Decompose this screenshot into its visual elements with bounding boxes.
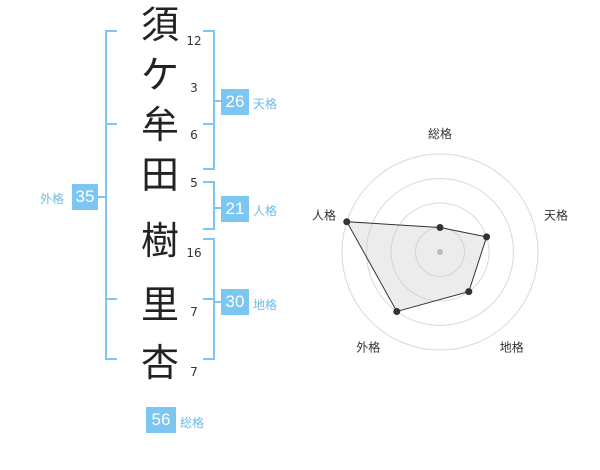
radar-ring-4 — [341, 153, 539, 351]
name-char-2: ケ — [140, 53, 179, 97]
tenkaku-bracket-bottom — [203, 168, 215, 170]
tenkaku-value-badge: 26 — [221, 89, 249, 115]
gaikaku-label: 外格 — [40, 192, 65, 206]
radar-ring-2 — [390, 202, 490, 302]
stroke-count-6: 7 — [190, 305, 198, 319]
radar-axis-label-5: 人格 — [312, 208, 336, 223]
name-char-3: 牟 — [140, 103, 179, 147]
name-char-5: 樹 — [140, 219, 179, 263]
radar-series-polygon — [345, 221, 488, 313]
stroke-count-5: 16 — [186, 246, 202, 260]
radar-axis-label-3: 地格 — [500, 339, 524, 354]
radar-center-dot — [437, 249, 443, 255]
jinkaku-value-badge: 21 — [221, 196, 249, 222]
chikaku-bracket-top — [203, 238, 215, 240]
jinkaku-label: 人格 — [253, 204, 278, 218]
radar-axis-label-2: 天格 — [544, 208, 568, 223]
radar-point-1 — [436, 224, 444, 231]
name-char-7: 杏 — [140, 341, 179, 385]
tenkaku-bracket-top — [203, 30, 215, 32]
jinkaku-bracket-bottom — [203, 228, 215, 230]
chikaku-connector — [213, 301, 221, 303]
radar-point-2 — [483, 233, 491, 241]
gaikaku-bracket-bottom — [105, 358, 117, 360]
gaikaku-tick-1 — [105, 123, 117, 125]
chikaku-bracket-bottom — [203, 358, 215, 360]
gaikaku-value-badge: 35 — [72, 184, 98, 210]
name-char-6: 里 — [140, 283, 179, 327]
chikaku-label: 地格 — [253, 298, 278, 312]
radar-axis-label-1: 総格 — [428, 126, 452, 141]
stroke-count-3: 6 — [190, 128, 198, 142]
radar-point-3 — [465, 288, 473, 296]
radar-axis-label-4: 外格 — [356, 339, 380, 354]
gaikaku-tick-2 — [105, 298, 117, 300]
soukaku-value-badge: 56 — [146, 407, 176, 433]
radar-ring-3 — [366, 178, 514, 326]
stroke-count-2: 3 — [190, 81, 198, 95]
name-char-1: 須 — [140, 3, 179, 47]
gaikaku-bracket-top — [105, 30, 117, 32]
radar-point-4 — [393, 307, 401, 315]
soukaku-label: 総格 — [180, 416, 205, 430]
chikaku-value-badge: 30 — [221, 289, 249, 315]
gaikaku-connector — [97, 196, 107, 198]
tenkaku-connector — [213, 100, 221, 102]
tenkaku-label: 天格 — [253, 97, 278, 111]
jinkaku-bracket-vertical — [213, 181, 215, 230]
name-char-4: 田 — [140, 153, 179, 197]
jinkaku-bracket-top — [203, 181, 215, 183]
jinkaku-connector — [213, 207, 221, 209]
tenkaku-bracket-mid — [203, 123, 215, 125]
stroke-count-7: 7 — [190, 365, 198, 379]
stroke-count-4: 5 — [190, 176, 198, 190]
chikaku-bracket-mid — [203, 298, 215, 300]
radar-point-5 — [343, 218, 351, 226]
gaikaku-bracket-vertical — [105, 30, 107, 360]
stroke-count-1: 12 — [186, 34, 202, 48]
